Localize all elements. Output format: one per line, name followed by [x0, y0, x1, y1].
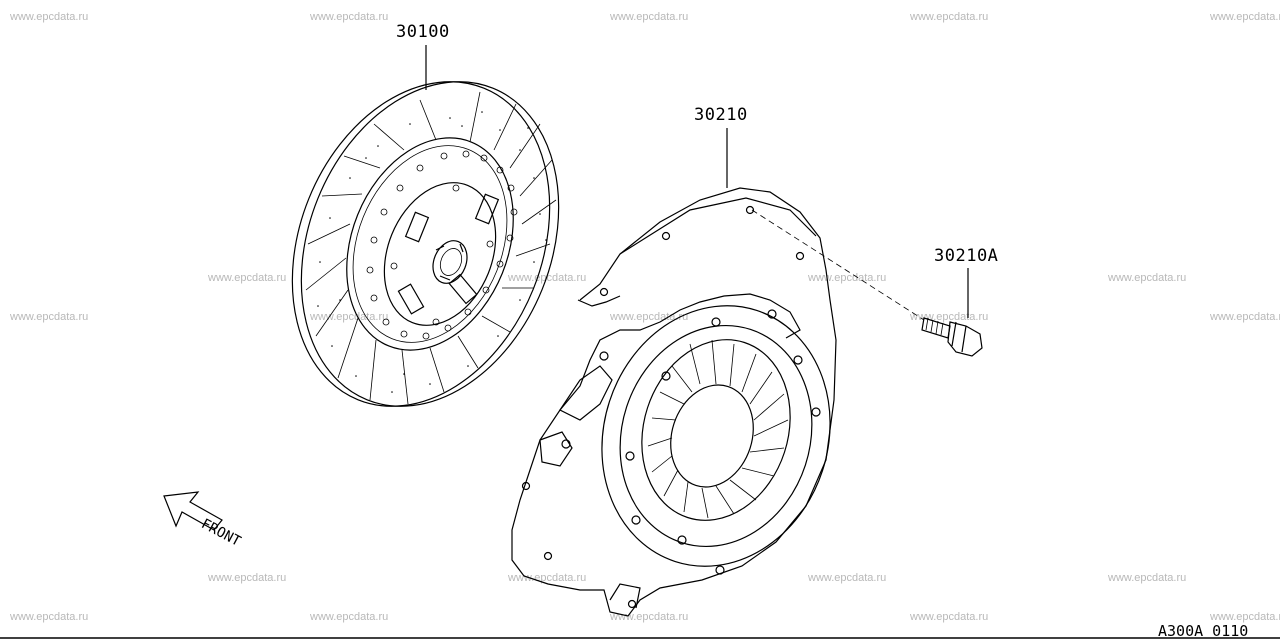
watermark: www.epcdata.ru — [1108, 272, 1187, 284]
watermark: www.epcdata.ru — [1210, 11, 1280, 23]
install-line — [751, 209, 925, 321]
front-arrow-icon — [163, 491, 223, 531]
diagram-code: A300A 0110 — [1158, 622, 1249, 640]
watermark: www.epcdata.ru — [910, 11, 989, 23]
watermark: www.epcdata.ru — [310, 611, 389, 623]
watermark: www.epcdata.ru — [10, 11, 89, 23]
watermark: www.epcdata.ru — [310, 11, 389, 23]
clutch-disc — [291, 45, 560, 407]
clutch-cover — [511, 128, 837, 617]
watermark: www.epcdata.ru — [808, 572, 887, 584]
watermark: www.epcdata.ru — [10, 611, 89, 623]
watermark: www.epcdata.ru — [508, 272, 587, 284]
watermark: www.epcdata.ru — [910, 611, 989, 623]
watermark: www.epcdata.ru — [208, 572, 287, 584]
watermark: www.epcdata.ru — [610, 11, 689, 23]
watermark: www.epcdata.ru — [10, 311, 89, 323]
watermark: www.epcdata.ru — [1210, 311, 1280, 323]
watermark: www.epcdata.ru — [508, 572, 587, 584]
watermark: www.epcdata.ru — [1108, 572, 1187, 584]
watermark: www.epcdata.ru — [208, 272, 287, 284]
bolt — [751, 209, 983, 357]
part-number-clutch-disc[interactable]: 30100 — [396, 22, 450, 42]
part-number-bolt[interactable]: 30210A — [934, 246, 999, 266]
part-number-clutch-cover[interactable]: 30210 — [694, 105, 748, 125]
watermark: www.epcdata.ru — [610, 311, 689, 323]
watermark: www.epcdata.ru — [1210, 611, 1280, 623]
